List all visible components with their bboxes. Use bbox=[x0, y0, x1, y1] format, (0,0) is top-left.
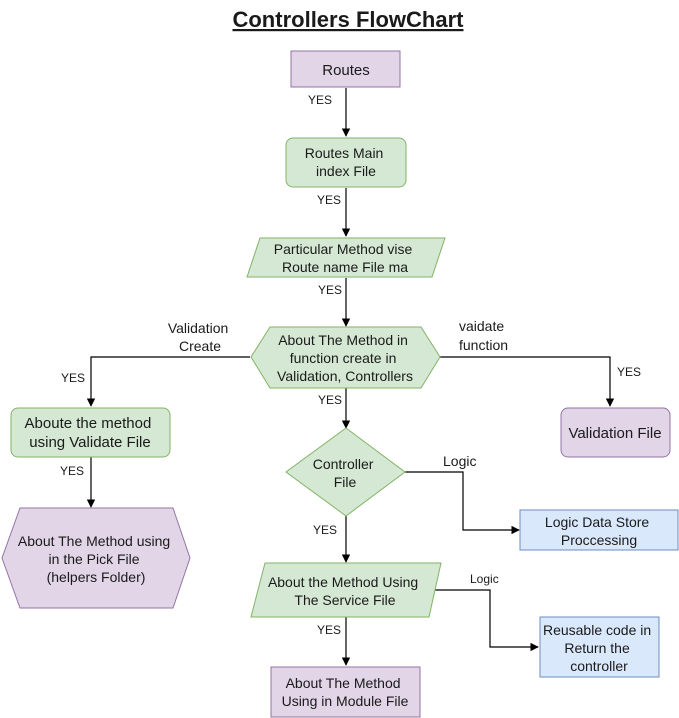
node-service-line-2: The Service File bbox=[294, 592, 395, 608]
svg-text:About the Method Using T: About the Method Using The Service File bbox=[268, 574, 422, 608]
node-reusable-line-1: Reusable code in bbox=[543, 622, 651, 638]
node-controller-line-2: File bbox=[334, 474, 357, 490]
node-aboute-line-1: Aboute the method bbox=[25, 415, 152, 432]
node-logic-line-2: Proccessing bbox=[561, 532, 637, 548]
edge-label-logic-1: Logic bbox=[443, 453, 476, 469]
node-reusable-line-3: controller bbox=[570, 658, 628, 674]
node-validation-file: Validation File bbox=[560, 407, 671, 458]
edge-label-logic-2: Logic bbox=[470, 572, 499, 586]
node-module-line-1: About The Method bbox=[286, 675, 401, 691]
svg-text:About The Method using i: About The Method using in the Pick File … bbox=[18, 533, 174, 585]
node-pick-file: About The Method using in the Pick File … bbox=[1, 507, 191, 609]
svg-text:Logic Data Store Procces: Logic Data Store Proccessing bbox=[545, 514, 653, 548]
edge-label-yes-6: YES bbox=[617, 365, 641, 379]
edge-label-yes-4: YES bbox=[318, 393, 342, 407]
node-controller-line-1: Controller bbox=[313, 456, 374, 472]
node-controller-file: Controller File bbox=[285, 427, 406, 517]
node-validation-file-line-1: Validation File bbox=[568, 425, 661, 442]
edge-controller-to-logic bbox=[404, 471, 520, 535]
svg-text:Routes: Routes bbox=[322, 62, 370, 79]
node-logic-line-1: Logic Data Store bbox=[545, 514, 649, 530]
edge-about-to-validate-file bbox=[86, 356, 250, 407]
page-title: Controllers FlowChart bbox=[232, 7, 464, 32]
node-particular-method: Particular Method vise Route name File m… bbox=[246, 237, 446, 278]
edge-label-yes-7: YES bbox=[60, 464, 84, 478]
node-pick-line-1: About The Method using bbox=[18, 533, 170, 549]
node-module-file: About The Method Using in Module File bbox=[270, 666, 421, 718]
node-particular-line-1: Particular Method vise bbox=[274, 241, 413, 257]
node-aboute-validate-file: Aboute the method using Validate File bbox=[10, 407, 171, 458]
node-routes-line-1: Routes bbox=[322, 62, 370, 79]
edge-service-to-reusable bbox=[430, 589, 539, 652]
svg-text:Routes Main index File: Routes Main index File bbox=[305, 145, 387, 179]
edge-about-to-validation-file bbox=[440, 356, 615, 407]
edge-label-yes-1: YES bbox=[308, 93, 332, 107]
edge-label-yes-3: YES bbox=[318, 283, 342, 297]
node-routes: Routes bbox=[290, 50, 401, 88]
svg-text:Controller File: Controller File bbox=[313, 456, 378, 490]
svg-text:About The Method in func: About The Method in function create in V… bbox=[277, 332, 413, 384]
edge-label-yes-8: YES bbox=[313, 523, 337, 537]
node-routes-main-index-file: Routes Main index File bbox=[285, 137, 407, 188]
node-about-method-validation: About The Method in function create in V… bbox=[250, 326, 441, 389]
svg-text:Aboute the method using: Aboute the method using Validate File bbox=[25, 415, 156, 451]
svg-text:Validation File: Validation File bbox=[568, 425, 661, 442]
node-pick-line-3: (helpers Folder) bbox=[47, 569, 146, 585]
node-reusable-code: Reusable code in Return the controller bbox=[539, 616, 660, 678]
edge-label-validation-create: Validation Create bbox=[168, 320, 232, 354]
node-service-file: About the Method Using The Service File bbox=[250, 562, 442, 618]
node-reusable-line-2: Return the bbox=[564, 640, 630, 656]
node-routes-main-line-1: Routes Main bbox=[305, 145, 384, 161]
node-routes-main-line-2: index File bbox=[316, 163, 376, 179]
svg-text:Reusable code in Return: Reusable code in Return the controller bbox=[543, 622, 655, 674]
node-module-line-2: Using in Module File bbox=[282, 693, 409, 709]
svg-text:About The Method Using i: About The Method Using in Module File bbox=[282, 675, 409, 709]
node-about-line-2: function create in bbox=[290, 350, 397, 366]
node-about-line-1: About The Method in bbox=[278, 332, 408, 348]
node-service-line-1: About the Method Using bbox=[268, 574, 418, 590]
edge-label-yes-2: YES bbox=[317, 193, 341, 207]
node-particular-line-2: Route name File ma bbox=[282, 259, 408, 275]
node-aboute-line-2: using Validate File bbox=[29, 434, 150, 451]
node-about-line-3: Validation, Controllers bbox=[277, 368, 413, 384]
edge-label-vaidate-function: vaidate function bbox=[459, 318, 508, 353]
node-logic-data-store: Logic Data Store Proccessing bbox=[519, 509, 679, 551]
node-pick-line-2: in the Pick File bbox=[49, 551, 140, 567]
edge-label-yes-5: YES bbox=[61, 371, 85, 385]
edge-label-yes-9: YES bbox=[317, 623, 341, 637]
svg-text:Particular Method vise R: Particular Method vise Route name File m… bbox=[274, 241, 416, 275]
